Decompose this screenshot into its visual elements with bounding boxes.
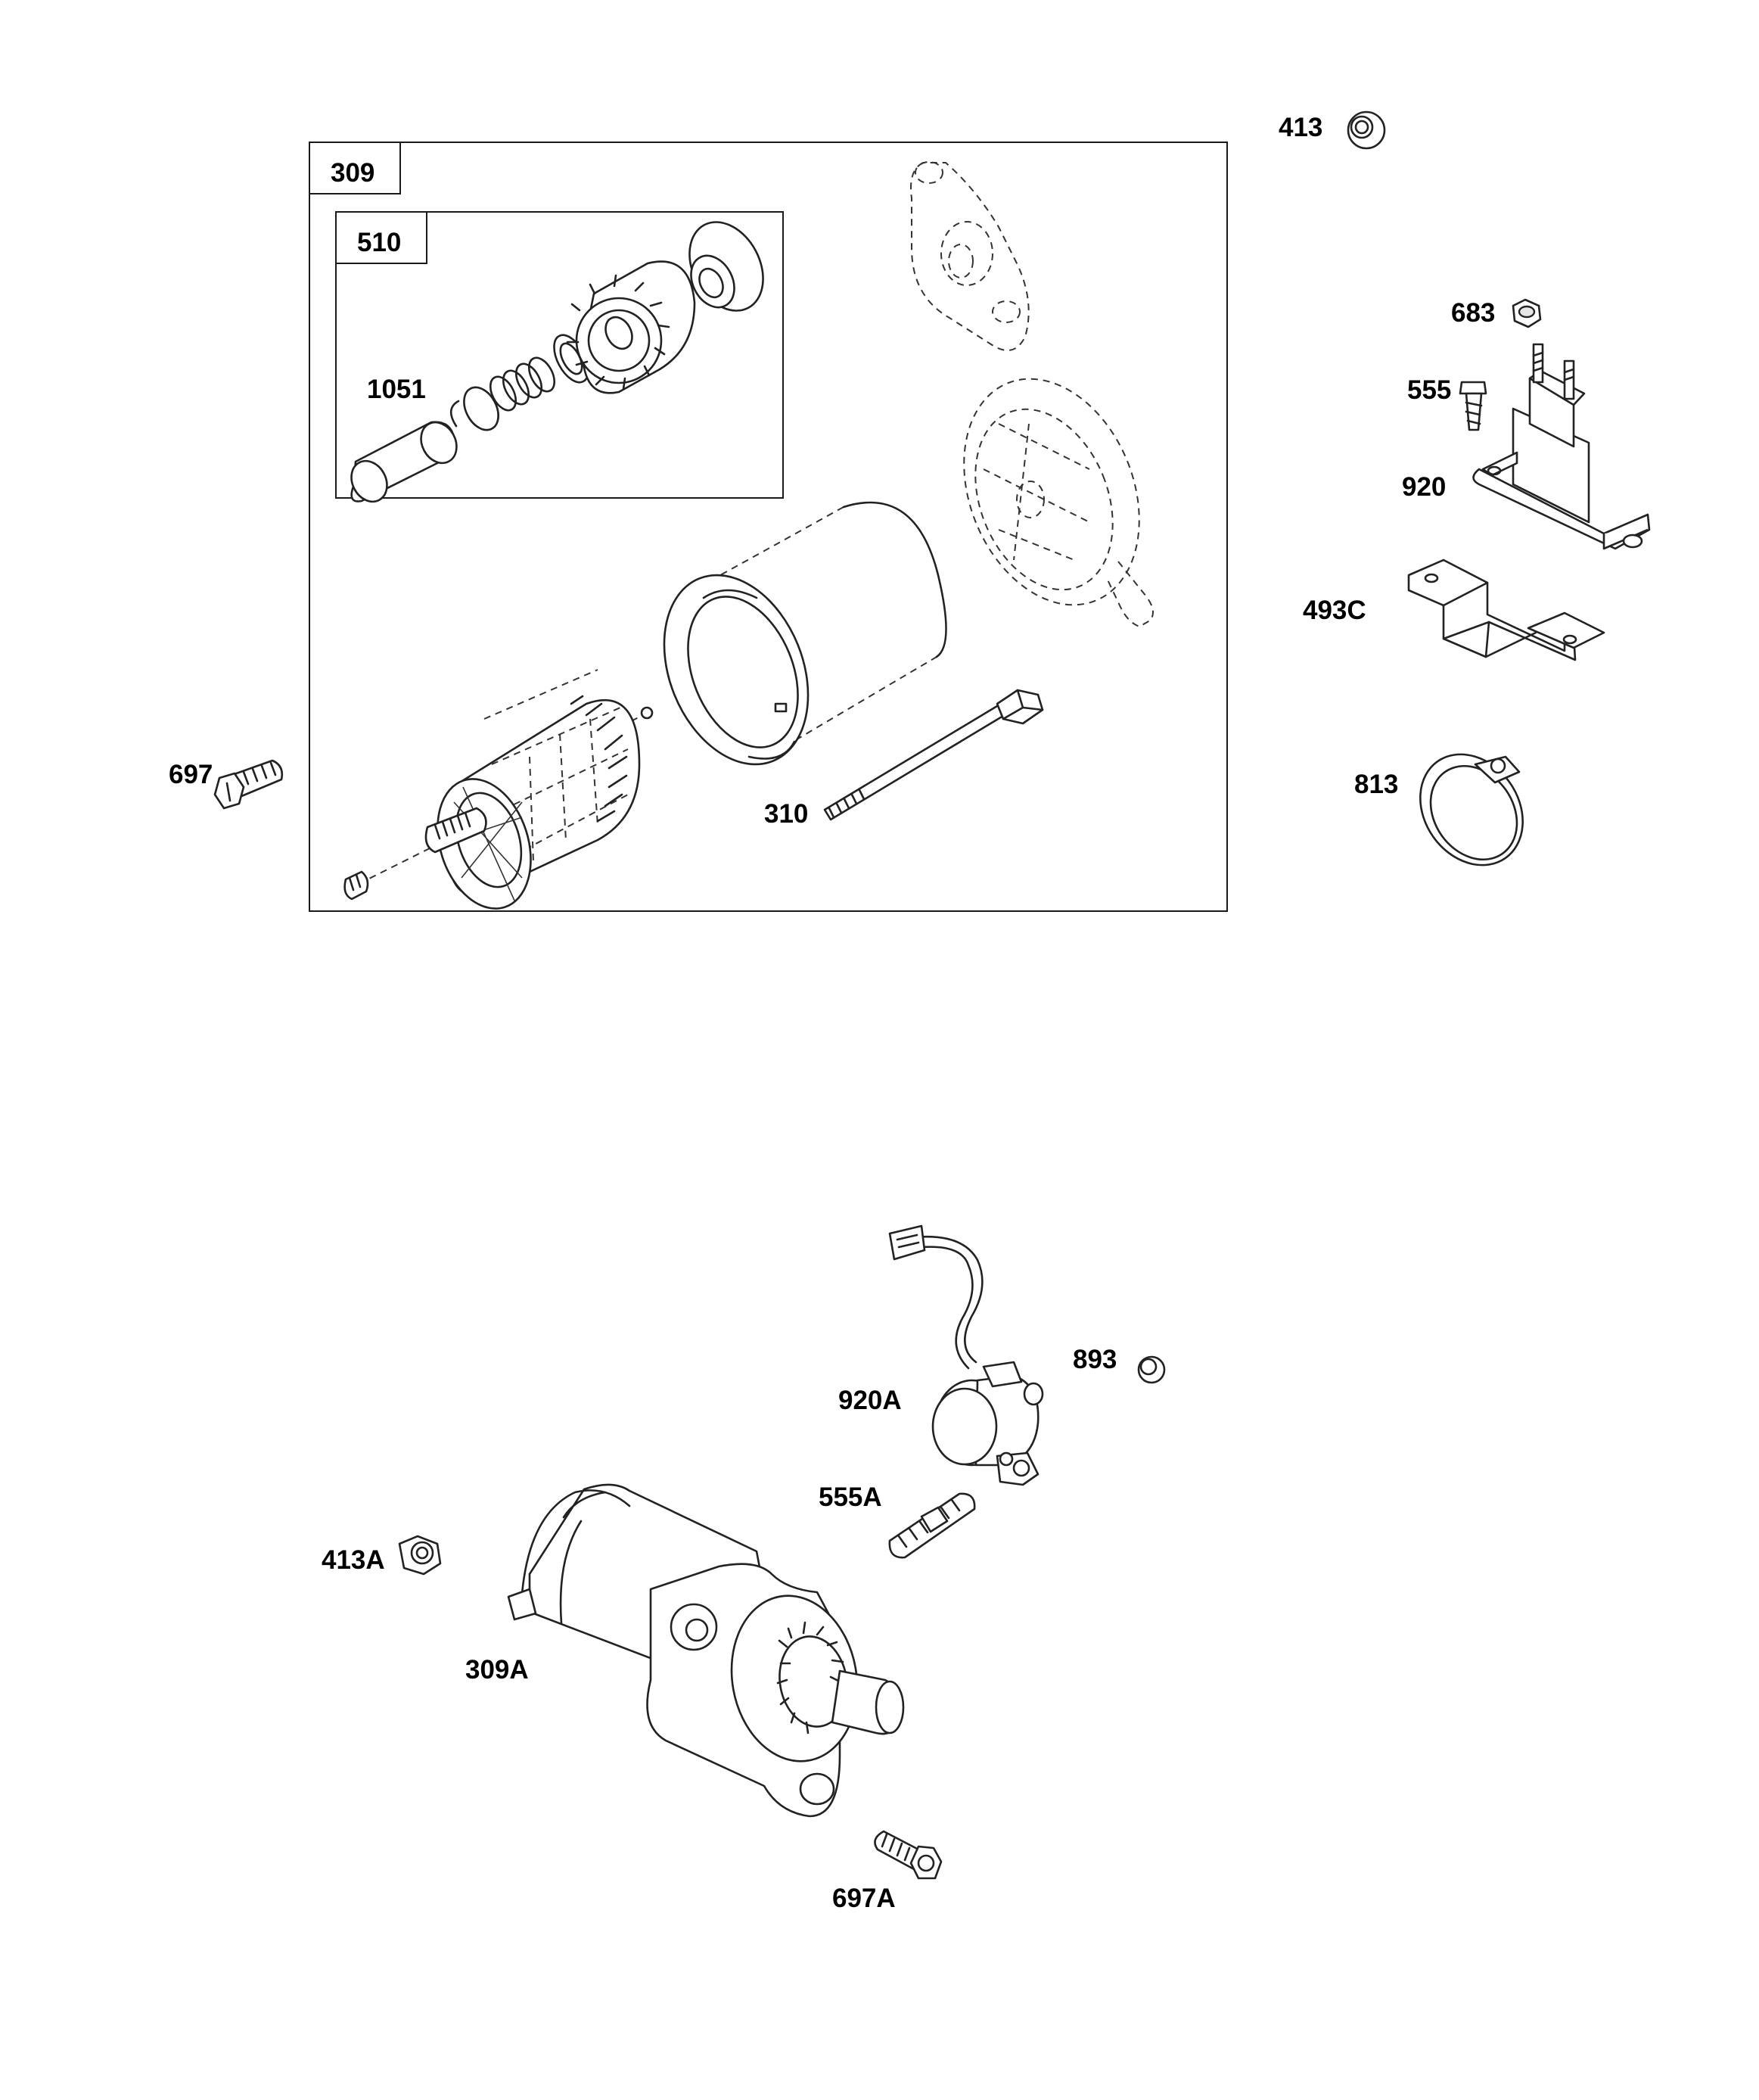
nut-893-part bbox=[1137, 1355, 1166, 1384]
starter-motor-309a-part bbox=[507, 1483, 905, 1818]
nut-413-part bbox=[1347, 110, 1386, 150]
screw-555-part bbox=[1459, 381, 1487, 431]
through-bolt-part bbox=[823, 689, 1044, 821]
callout-413a: 413A bbox=[322, 1545, 385, 1575]
callout-920: 920 bbox=[1402, 472, 1446, 502]
assembly-510-frame bbox=[335, 211, 784, 499]
pinion-gear-part bbox=[566, 260, 696, 394]
stud-555a-part bbox=[888, 1492, 976, 1559]
callout-683: 683 bbox=[1451, 298, 1495, 328]
assembly-309-frame bbox=[309, 142, 1228, 912]
spring-part bbox=[489, 356, 556, 412]
bracket-493c-part bbox=[1407, 558, 1605, 661]
end-cap-part bbox=[963, 378, 1154, 628]
assembly-309-label-box bbox=[309, 142, 401, 194]
callout-555a: 555A bbox=[819, 1482, 882, 1512]
callout-309a: 309A bbox=[465, 1655, 529, 1685]
bolt-697-part bbox=[213, 759, 284, 810]
clamp-813-part bbox=[1419, 753, 1524, 866]
callout-309: 309 bbox=[331, 158, 374, 188]
callout-697a: 697A bbox=[832, 1884, 896, 1913]
armature-part bbox=[343, 669, 654, 910]
callout-510: 510 bbox=[357, 228, 401, 257]
washer-part bbox=[463, 386, 499, 431]
bolt-697a-part bbox=[874, 1830, 943, 1880]
nut-683-part bbox=[1512, 298, 1542, 328]
callout-1051: 1051 bbox=[367, 375, 426, 404]
stop-cap-part bbox=[688, 221, 764, 312]
assembly-309-group: 309 510 1051 bbox=[309, 142, 1228, 912]
sleeve-part bbox=[350, 421, 458, 503]
assembly-510-label-box bbox=[335, 211, 427, 264]
callout-697: 697 bbox=[169, 760, 213, 789]
drive-end-plate-part bbox=[910, 161, 1030, 351]
callout-493c: 493C bbox=[1303, 596, 1366, 625]
callout-893: 893 bbox=[1073, 1345, 1117, 1374]
callout-813: 813 bbox=[1354, 770, 1398, 799]
motor-frame-housing-part bbox=[663, 501, 947, 766]
solenoid-920a-part bbox=[888, 1224, 1044, 1486]
nut-413a-part bbox=[398, 1535, 442, 1576]
callout-413: 413 bbox=[1279, 113, 1322, 142]
callout-310: 310 bbox=[764, 799, 808, 829]
callout-920a: 920A bbox=[838, 1386, 902, 1415]
callout-555: 555 bbox=[1407, 375, 1451, 405]
solenoid-920-part bbox=[1472, 343, 1651, 550]
